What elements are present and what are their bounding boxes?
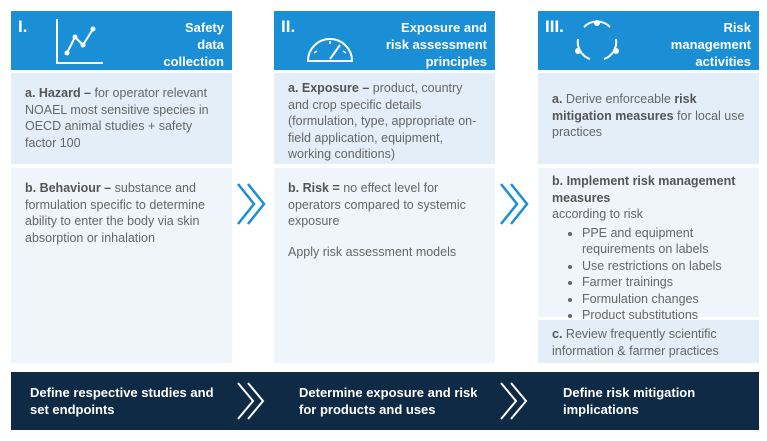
derive-measures-box: a. Derive enforceable risk mitigation me…: [538, 73, 759, 164]
hazard-box: a. Hazard – for operator relevant NOAEL …: [11, 73, 232, 164]
chevron-right-icon: [500, 183, 529, 225]
list-item: Formulation changes: [582, 291, 747, 308]
list-item: Use restrictions on labels: [582, 258, 747, 275]
chevron-right-icon: [500, 382, 528, 420]
review-box: c. Review frequently scientific informat…: [538, 320, 759, 363]
list-item: Product substitutions: [582, 307, 747, 324]
gauge-icon: [306, 38, 354, 62]
column-2-title: Exposure and risk assessment principles: [385, 20, 487, 69]
cycle-icon: [575, 20, 619, 60]
risk-box: b. Risk = no effect level for operators …: [274, 168, 495, 363]
column-3-title: Risk management activities: [670, 20, 751, 69]
column-2-header: II. Exposure and risk assessment princip…: [274, 11, 495, 70]
list-item: Farmer trainings: [582, 274, 747, 291]
column-2-numeral: II.: [281, 17, 296, 36]
column-1-header: I. Safety data collection: [11, 11, 232, 70]
banner-item-3: Define risk mitigation implications: [563, 385, 696, 417]
line-chart-icon: [56, 19, 103, 64]
exposure-box: a. Exposure – product, country and crop …: [274, 73, 495, 164]
banner-item-2: Determine exposure and risk for products…: [299, 385, 478, 417]
chevron-right-icon: [237, 183, 266, 225]
risk-models-text: Apply risk assessment models: [288, 244, 457, 259]
list-item: PPE and equipment requirements on labels: [582, 225, 747, 258]
column-3-header: III. Risk management activities: [538, 11, 759, 70]
behaviour-box: b. Behaviour – substance and formulation…: [11, 168, 232, 363]
banner-item-1: Define respective studies and set endpoi…: [30, 385, 214, 417]
chevron-right-icon: [237, 382, 265, 420]
measures-list: PPE and equipment requirements on labels…: [552, 225, 747, 324]
implement-measures-box: b. Implement risk management measures ac…: [538, 168, 759, 322]
column-1-title: Safety data collection: [163, 20, 224, 69]
column-1-numeral: I.: [18, 17, 28, 36]
column-3-numeral: III.: [545, 17, 564, 36]
summary-banner: Define respective studies and set endpoi…: [11, 372, 759, 430]
